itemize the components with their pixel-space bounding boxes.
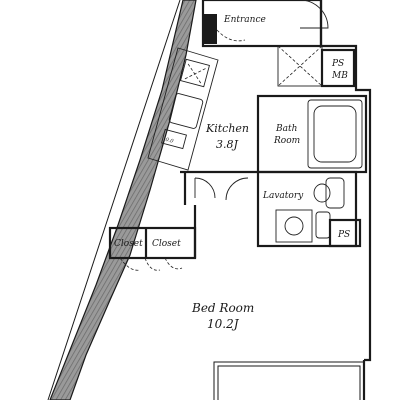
stove-icon [180,58,210,88]
entrance-label: Entrance [223,15,266,25]
closet-right-label: Closet [152,239,181,249]
entrance-pillar [203,14,217,44]
slanted-outer-line [47,0,181,400]
ps-mb-label-mb: MB [331,71,348,81]
washbasin-icon [315,211,331,239]
outer-wall-right [321,44,372,362]
toilet-icon [313,177,345,209]
bathtub-icon [307,99,363,169]
kitchen-size-label: 3.8J [216,138,238,151]
entrance-door-swing-icon [299,0,329,29]
closet-left-label: Closet [114,239,143,249]
ps-mb-label-ps: PS [331,59,344,69]
door-swing-icon [194,177,216,199]
bedroom-size-label: 10.2J [207,317,240,331]
outer-wall-bottom-inner [213,361,364,400]
bath-label-2: Room [273,136,300,146]
ps-box: PS [328,218,362,248]
washing-machine-icon [275,209,313,243]
lavatory: Lavatory [256,170,358,248]
bath-room: Bath Room [256,94,368,174]
lavatory-label: Lavatory [262,191,304,201]
ps-mb-box: PS MB [320,48,356,88]
bedroom-name-label: Bed Room [191,301,254,315]
bath-label-1: Bath [275,124,297,134]
closets: Closet Closet [108,205,197,271]
sink-icon [168,93,204,129]
kitchen-name-label: Kitchen [205,122,249,135]
slanted-exterior-wall [49,0,197,400]
svg-text:0.0: 0.0 [165,137,175,145]
entrance-area: Entrance [201,0,329,48]
kitchen-counter: 0.0 [147,47,219,171]
ps-label: PS [337,230,350,240]
